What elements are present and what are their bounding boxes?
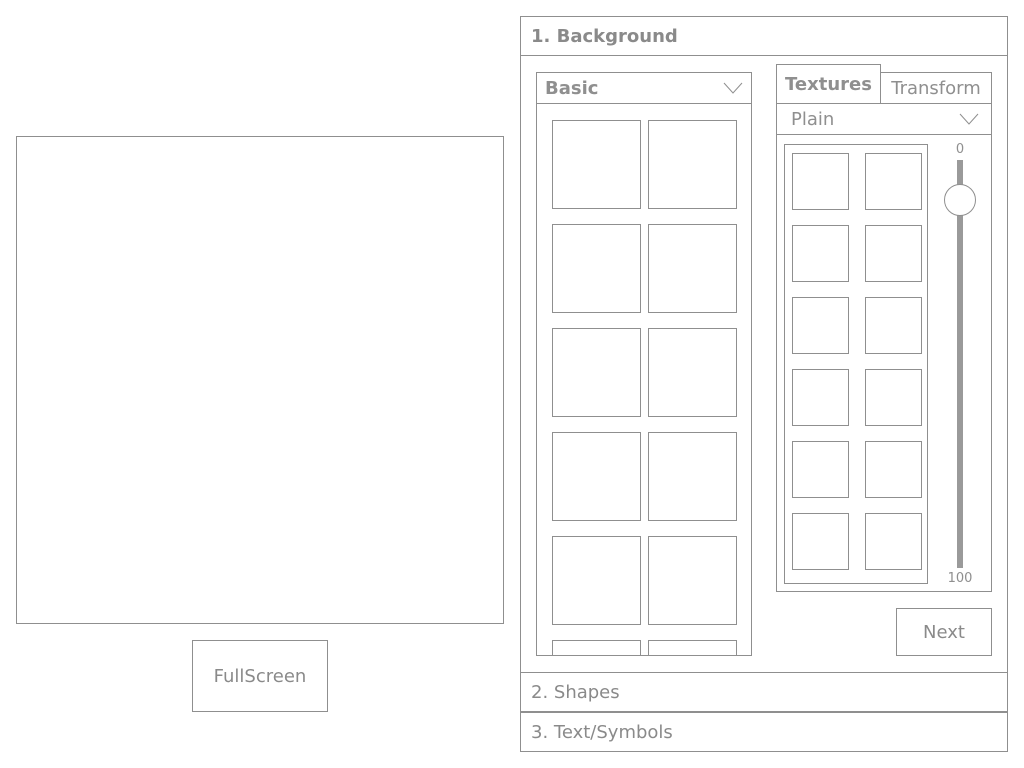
texture-swatch[interactable]	[792, 369, 849, 426]
chevron-down-icon	[723, 82, 743, 94]
swatch[interactable]	[648, 432, 737, 521]
texture-swatch[interactable]	[865, 225, 922, 282]
next-button[interactable]: Next	[896, 608, 992, 656]
section-text-symbols-header[interactable]: 3. Text/Symbols	[520, 712, 1008, 752]
texture-swatch[interactable]	[792, 513, 849, 570]
texture-swatch[interactable]	[792, 297, 849, 354]
preview-canvas[interactable]	[16, 136, 504, 624]
slider-max-label: 100	[947, 571, 973, 586]
texture-swatch[interactable]	[792, 441, 849, 498]
swatch[interactable]	[552, 640, 641, 655]
texture-swatch[interactable]	[865, 153, 922, 210]
chevron-down-icon	[959, 113, 979, 125]
swatch[interactable]	[648, 328, 737, 417]
fullscreen-button[interactable]: FullScreen	[192, 640, 328, 712]
dropdown-selected-value: Basic	[545, 77, 599, 99]
swatch[interactable]	[648, 224, 737, 313]
tab-transform[interactable]: Transform	[880, 72, 992, 104]
dropdown-selected-value: Plain	[791, 108, 835, 130]
tab-textures[interactable]: Textures	[776, 64, 881, 104]
texture-swatch[interactable]	[792, 225, 849, 282]
section-shapes-header[interactable]: 2. Shapes	[520, 672, 1008, 712]
slider-track[interactable]	[957, 160, 963, 568]
slider-handle[interactable]	[944, 184, 976, 216]
texture-swatch[interactable]	[792, 153, 849, 210]
texture-swatch[interactable]	[865, 513, 922, 570]
texture-type-dropdown[interactable]: Plain	[776, 103, 992, 135]
swatch[interactable]	[648, 536, 737, 625]
slider-min-label: 0	[955, 142, 965, 157]
background-category-dropdown[interactable]: Basic	[536, 72, 752, 104]
texture-swatch[interactable]	[865, 297, 922, 354]
swatch[interactable]	[552, 432, 641, 521]
swatch[interactable]	[552, 224, 641, 313]
swatch[interactable]	[648, 120, 737, 209]
swatch[interactable]	[552, 328, 641, 417]
swatch[interactable]	[552, 536, 641, 625]
texture-swatch[interactable]	[865, 369, 922, 426]
section-background-header[interactable]: 1. Background	[520, 16, 1008, 56]
texture-swatch-list[interactable]	[784, 144, 928, 584]
swatch[interactable]	[552, 120, 641, 209]
swatch[interactable]	[648, 640, 737, 655]
texture-swatch[interactable]	[865, 441, 922, 498]
background-swatch-list[interactable]	[536, 103, 752, 656]
